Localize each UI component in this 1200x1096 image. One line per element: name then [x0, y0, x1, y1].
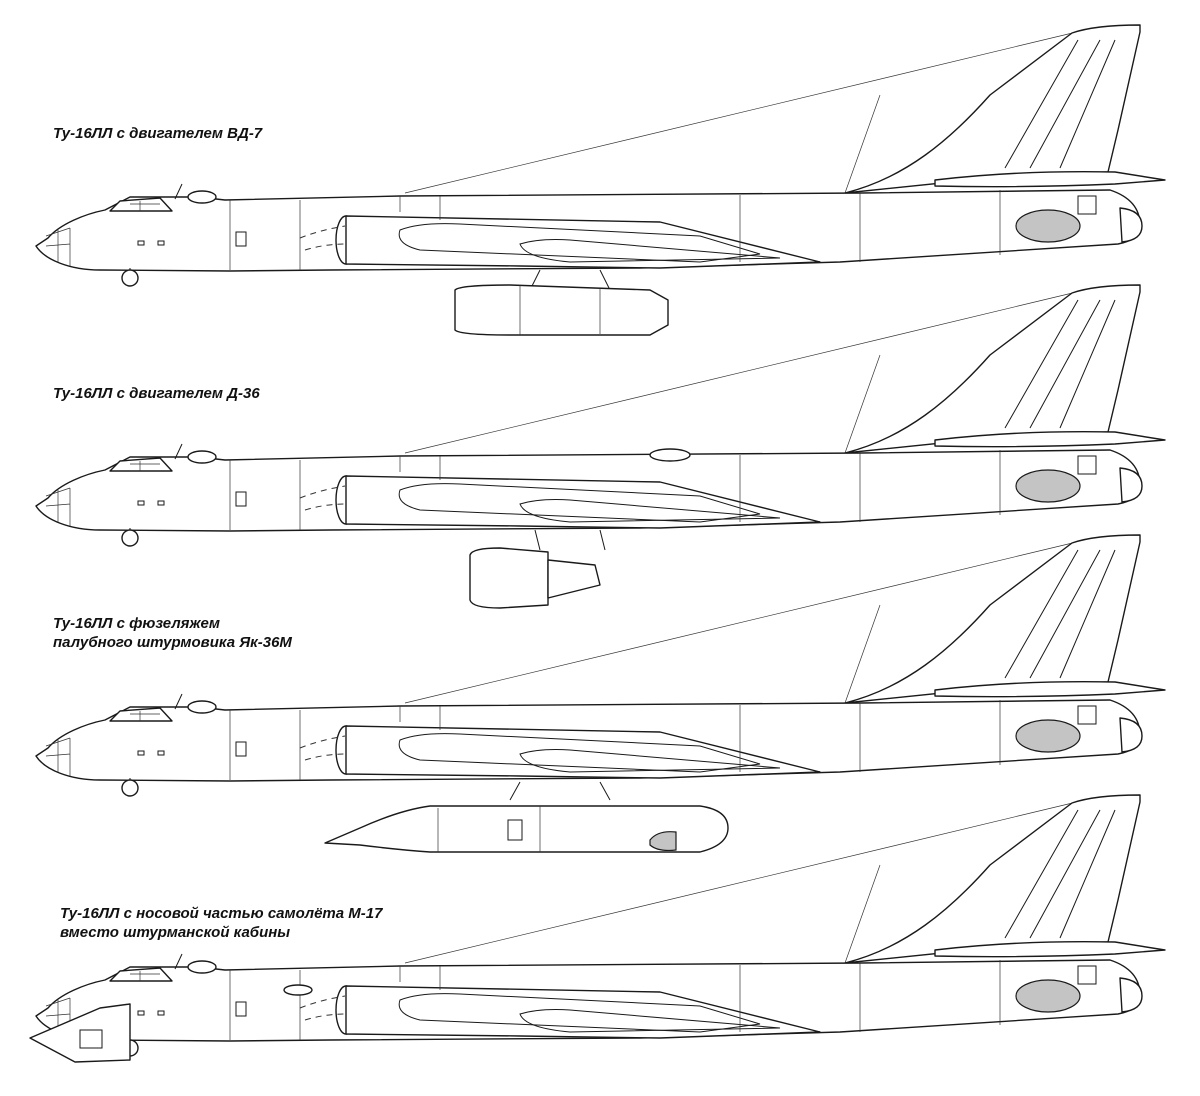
- caption-line: Ту-16ЛЛ с фюзеляжем: [53, 615, 220, 632]
- caption-line: палубного штурмовика Як-36М: [53, 634, 292, 651]
- aircraft-tu16ll-yak36m: [35, 534, 1166, 853]
- caption-variant-d36: Ту-16ЛЛ с двигателем Д-36: [53, 384, 260, 403]
- caption-line: Ту-16ЛЛ с двигателем ВД-7: [53, 125, 263, 142]
- aircraft-tu16ll-m17-nose: [29, 794, 1166, 1063]
- caption-line: Ту-16ЛЛ с носовой частью самолёта М-17: [60, 905, 383, 922]
- caption-variant-m17: Ту-16ЛЛ с носовой частью самолёта М-17 в…: [60, 904, 382, 942]
- caption-line: Ту-16ЛЛ с двигателем Д-36: [53, 385, 260, 402]
- caption-variant-vd7: Ту-16ЛЛ с двигателем ВД-7: [53, 124, 262, 143]
- caption-variant-yak36m: Ту-16ЛЛ с фюзеляжем палубного штурмовика…: [53, 614, 292, 652]
- aircraft-tu16ll-d36: [35, 284, 1166, 609]
- aircraft-tu16ll-vd7: [35, 24, 1166, 336]
- caption-line: вместо штурманской кабины: [60, 924, 291, 941]
